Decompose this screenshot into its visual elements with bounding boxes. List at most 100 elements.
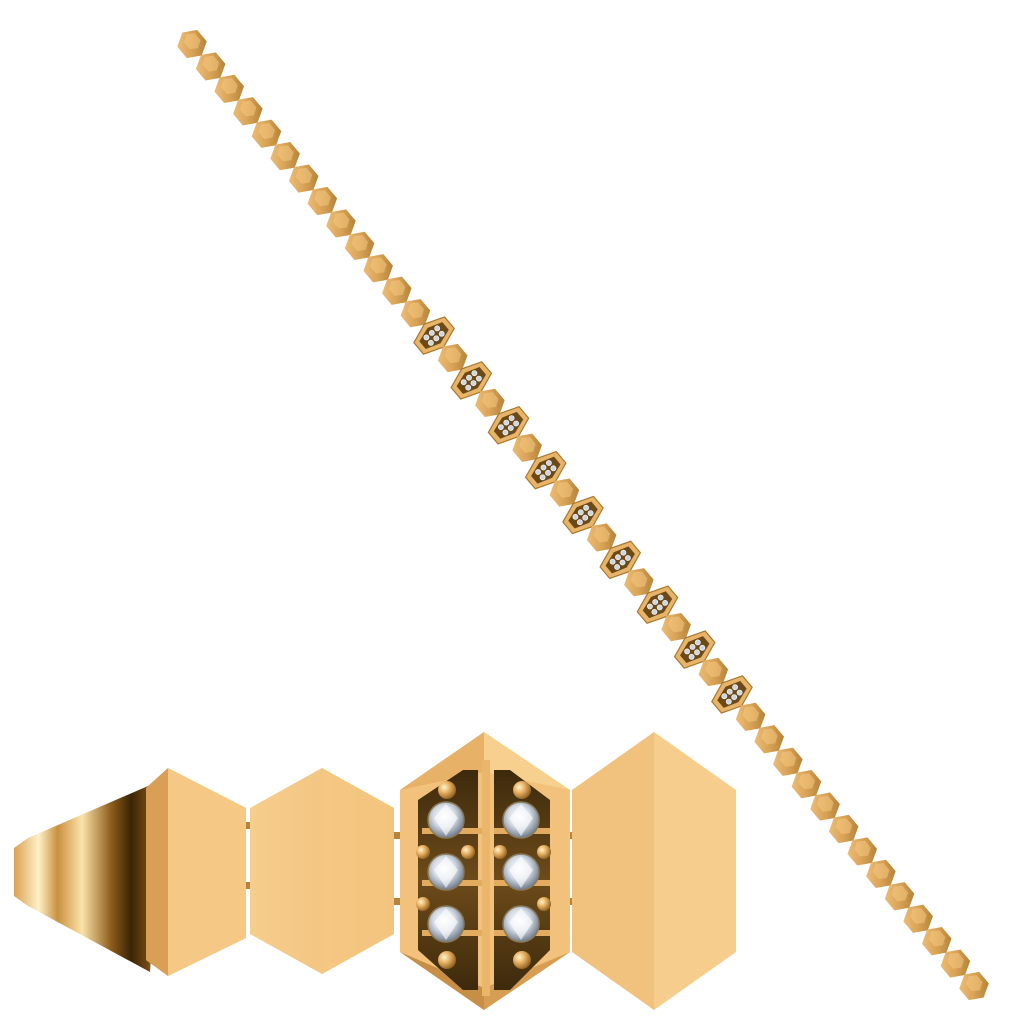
chain-link — [847, 837, 878, 866]
gold-link-1 — [146, 768, 246, 976]
diamond-station — [400, 732, 570, 1010]
chain-diamond — [438, 330, 445, 337]
chain-link — [363, 254, 393, 283]
bracelet-chain-diagonal — [177, 29, 989, 1001]
diamonds — [427, 801, 540, 943]
diamond-stone — [427, 905, 465, 943]
bracelet-closeup — [14, 732, 736, 1010]
chain-diamond — [507, 425, 514, 431]
chain-diamond — [577, 509, 584, 516]
chain-link — [382, 276, 412, 305]
chain-link — [624, 568, 654, 597]
chain-diamond — [508, 415, 515, 421]
chain-diamond — [475, 375, 482, 382]
chain-diamond — [615, 554, 621, 561]
chain-link — [195, 52, 226, 81]
chain-diamond — [572, 513, 579, 520]
chain-diamond — [726, 688, 733, 695]
chain-link — [698, 657, 729, 687]
chain-diamond — [582, 514, 589, 521]
chain-diamond — [513, 420, 519, 427]
chain-diamond — [619, 559, 626, 566]
chain-diamond — [540, 464, 547, 471]
chain-link — [288, 164, 319, 193]
chain-diamond — [583, 504, 589, 511]
chain-link — [586, 523, 617, 552]
chain-diamond — [502, 429, 509, 436]
chain-link — [177, 29, 207, 59]
chain-diamond — [470, 380, 477, 386]
chain-link — [959, 971, 989, 1001]
chain-link — [661, 613, 691, 642]
chain-diamond — [662, 600, 668, 606]
chain-diamond — [736, 689, 743, 696]
chain-diamond — [433, 335, 440, 342]
chain-diamond — [423, 334, 430, 341]
diamond-stone — [502, 905, 540, 943]
chain-diamond — [434, 325, 441, 332]
chain-link — [326, 209, 356, 238]
chain-link — [903, 904, 933, 933]
chain-diamond — [550, 465, 557, 472]
gold-link-2 — [250, 768, 394, 974]
chain-diamond — [694, 639, 701, 646]
chain-diamond-station — [450, 361, 493, 400]
chain-link — [214, 74, 245, 103]
chain-diamond — [620, 549, 627, 556]
chain-diamond — [614, 564, 620, 570]
chain-diamond — [577, 519, 583, 526]
chain-diamond — [725, 698, 732, 705]
chain-link — [940, 949, 971, 978]
chain-diamond — [535, 469, 541, 475]
chain-diamond — [652, 599, 659, 605]
chain-diamond — [656, 604, 663, 611]
chain-diamond — [684, 648, 690, 655]
chain-link — [437, 343, 468, 373]
chain-link — [866, 859, 896, 888]
chain-link — [810, 792, 840, 821]
chain-diamond-station — [636, 585, 679, 625]
chain-diamond — [625, 555, 631, 561]
chain-diamond-station — [711, 675, 753, 714]
chain-diamond — [587, 510, 594, 517]
chain-diamond — [699, 644, 706, 651]
chain-diamond-station — [487, 405, 530, 445]
chain-diamond — [465, 384, 472, 391]
chain-diamond — [466, 374, 472, 381]
chain-diamond — [688, 653, 695, 660]
chain-diamond — [694, 649, 700, 656]
chain-link — [828, 814, 859, 844]
chain-diamond — [545, 469, 551, 476]
chain-diamond — [497, 424, 504, 430]
chain-diamond — [471, 370, 478, 377]
chain-diamond — [427, 339, 434, 346]
gold-link-4 — [572, 732, 736, 1010]
diamond-stone — [427, 801, 465, 839]
chain-link — [921, 927, 952, 956]
chain-diamond — [546, 460, 552, 466]
gold-beads — [416, 781, 551, 969]
chain-diamond-station — [413, 316, 455, 355]
chain-link — [475, 388, 505, 417]
chain-diamond — [503, 419, 510, 426]
chain-link — [549, 478, 580, 507]
chain-diamond — [647, 603, 653, 610]
chain-diamond-station — [562, 495, 604, 535]
chain-link — [251, 119, 282, 148]
chain-diamond — [460, 379, 467, 386]
chain-diamond — [732, 684, 738, 691]
chain-link — [270, 142, 300, 171]
chain-link — [344, 231, 375, 260]
chain-link — [233, 97, 263, 126]
diamond-stone — [502, 853, 540, 891]
chain-diamond — [651, 609, 658, 615]
chain-diamond — [731, 694, 738, 700]
chain-diamond — [428, 329, 435, 336]
chain-diamond-station — [599, 540, 642, 580]
chain-link — [400, 299, 431, 328]
chain-diamond — [609, 558, 616, 565]
chain-link — [512, 433, 542, 462]
clasp — [14, 770, 168, 972]
chain-link — [754, 725, 784, 754]
diamond-stone — [427, 853, 465, 891]
